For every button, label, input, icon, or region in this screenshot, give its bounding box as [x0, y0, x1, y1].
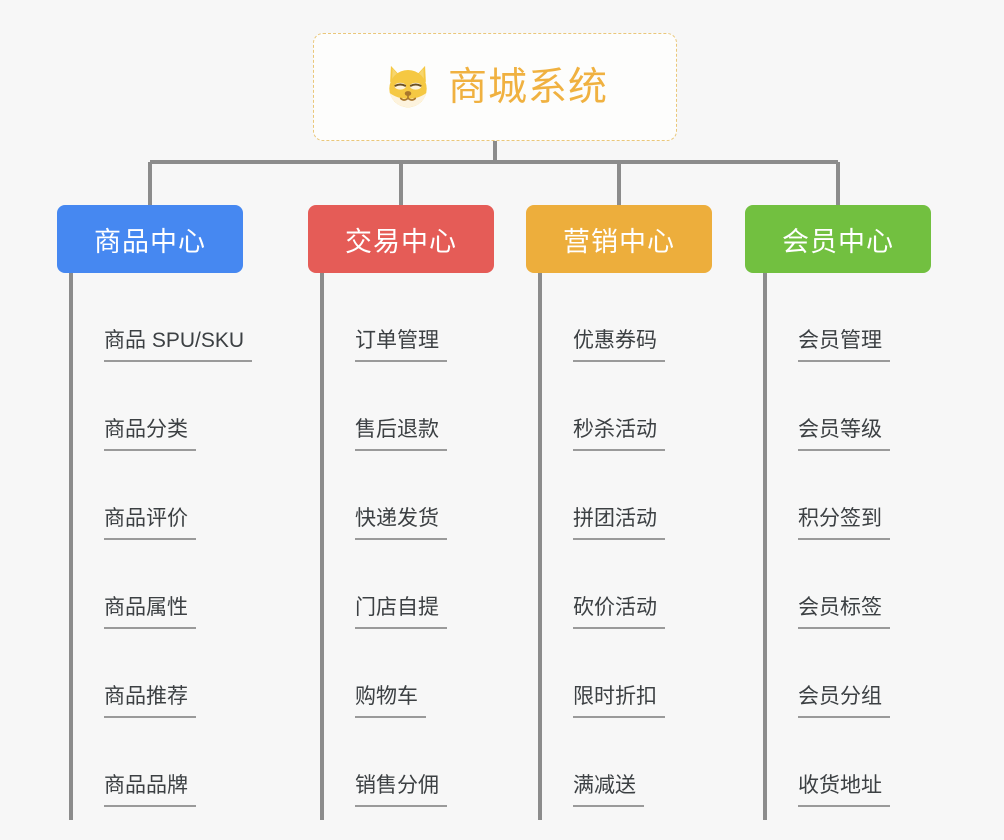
leaf-label: 秒杀活动 [573, 419, 665, 451]
shiba-dog-icon [389, 65, 427, 109]
leaf-label: 商品 SPU/SKU [104, 330, 253, 362]
leaf-label: 满减送 [573, 775, 644, 807]
leaf-item[interactable]: 商品属性 [71, 540, 252, 629]
leaf-item[interactable]: 快递发货 [322, 451, 447, 540]
leaf-item[interactable]: 商品评价 [71, 451, 252, 540]
leaf-label: 购物车 [355, 686, 426, 718]
leaf-column-1: 商品 SPU/SKU 商品分类 商品评价 商品属性 商品推荐 商品品牌 [71, 273, 253, 807]
leaf-label: 收货地址 [798, 775, 890, 807]
leaf-label: 拼团活动 [573, 508, 665, 540]
leaf-label: 销售分佣 [355, 775, 447, 807]
leaf-item[interactable]: 商品分类 [71, 362, 252, 451]
leaf-label: 商品分类 [104, 419, 196, 451]
leaf-item[interactable]: 收货地址 [765, 718, 890, 807]
leaf-item[interactable]: 砍价活动 [540, 540, 665, 629]
leaf-item[interactable]: 售后退款 [322, 362, 447, 451]
leaf-item[interactable]: 积分签到 [765, 451, 890, 540]
leaf-item[interactable]: 会员管理 [765, 273, 890, 362]
leaf-item[interactable]: 购物车 [322, 629, 447, 718]
leaf-item[interactable]: 订单管理 [322, 273, 447, 362]
category-label: 商品中心 [94, 226, 206, 257]
category-label: 营销中心 [563, 226, 675, 257]
leaf-column-2: 订单管理 售后退款 快递发货 门店自提 购物车 销售分佣 [322, 273, 447, 807]
leaf-item[interactable]: 限时折扣 [540, 629, 665, 718]
leaf-label: 商品推荐 [104, 686, 196, 718]
leaf-item[interactable]: 会员分组 [765, 629, 890, 718]
leaf-label: 会员管理 [798, 330, 890, 362]
leaf-item[interactable]: 拼团活动 [540, 451, 665, 540]
leaf-item[interactable]: 商品品牌 [71, 718, 252, 807]
leaf-label: 会员分组 [798, 686, 890, 718]
leaf-label: 限时折扣 [573, 686, 665, 718]
category-box-2[interactable]: 交易中心 [308, 205, 494, 273]
leaf-item[interactable]: 会员等级 [765, 362, 890, 451]
leaf-label: 优惠券码 [573, 330, 665, 362]
leaf-label: 砍价活动 [573, 597, 665, 629]
category-box-1[interactable]: 商品中心 [57, 205, 243, 273]
leaf-item[interactable]: 门店自提 [322, 540, 447, 629]
leaf-item[interactable]: 优惠券码 [540, 273, 665, 362]
leaf-item[interactable]: 销售分佣 [322, 718, 447, 807]
leaf-label: 积分签到 [798, 508, 890, 540]
category-box-4[interactable]: 会员中心 [745, 205, 931, 273]
leaf-label: 会员标签 [798, 597, 890, 629]
leaf-column-3: 优惠券码 秒杀活动 拼团活动 砍价活动 限时折扣 满减送 [540, 273, 665, 807]
leaf-column-4: 会员管理 会员等级 积分签到 会员标签 会员分组 收货地址 [765, 273, 890, 807]
leaf-label: 售后退款 [355, 419, 447, 451]
leaf-label: 商品属性 [104, 597, 196, 629]
leaf-label: 商品评价 [104, 508, 196, 540]
category-label: 会员中心 [782, 226, 894, 257]
leaf-item[interactable]: 秒杀活动 [540, 362, 665, 451]
category-label: 交易中心 [345, 226, 457, 257]
leaf-label: 订单管理 [355, 330, 447, 362]
leaf-item[interactable]: 商品 SPU/SKU [71, 273, 253, 362]
leaf-item[interactable]: 会员标签 [765, 540, 890, 629]
leaf-label: 会员等级 [798, 419, 890, 451]
root-node[interactable]: 商城系统 [313, 33, 677, 141]
category-box-3[interactable]: 营销中心 [526, 205, 712, 273]
leaf-item[interactable]: 商品推荐 [71, 629, 252, 718]
root-title: 商城系统 [447, 65, 608, 109]
leaf-label: 快递发货 [355, 508, 447, 540]
leaf-label: 商品品牌 [104, 775, 196, 807]
leaf-item[interactable]: 满减送 [540, 718, 665, 807]
leaf-label: 门店自提 [355, 597, 447, 629]
